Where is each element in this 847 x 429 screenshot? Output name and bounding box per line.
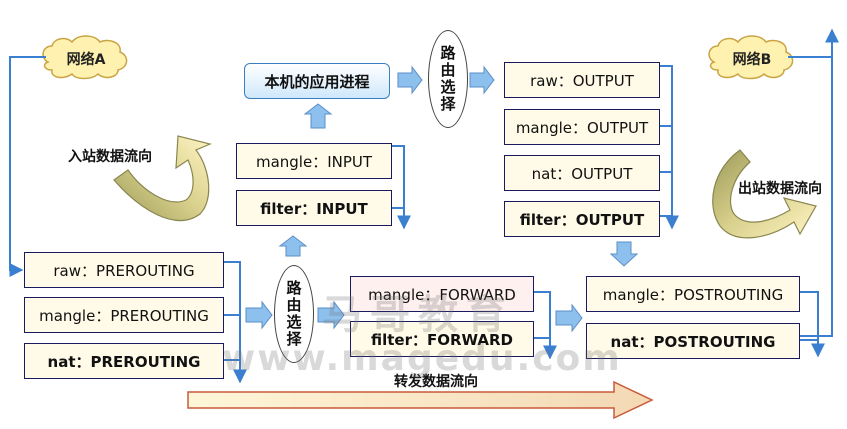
chain-nat-postrouting: nat：POSTROUTING xyxy=(586,323,800,359)
chain-nat-output: nat：OUTPUT xyxy=(504,155,660,191)
chain-filter-forward: filter：FORWARD xyxy=(350,321,534,357)
chain-raw-output: raw：OUTPUT xyxy=(504,62,660,98)
chain-mangle-prerouting: mangle：PREROUTING xyxy=(24,297,224,333)
watermark-url: www.magedu.com xyxy=(222,338,622,379)
watermark-brand: 马哥教育 xyxy=(322,292,514,338)
chain-filter-input: filter：INPUT xyxy=(236,190,392,226)
block-arrow-routing-to-output xyxy=(469,65,495,95)
chain-filter-output: filter：OUTPUT xyxy=(504,201,660,237)
block-arrow-routing-to-input xyxy=(278,235,308,257)
chain-mangle-postrouting: mangle：POSTROUTING xyxy=(586,276,800,312)
network-a-cloud xyxy=(42,35,128,80)
forward-flow-label: 转发数据流向 xyxy=(394,374,478,390)
block-arrow-app-to-routing xyxy=(397,65,423,95)
outbound-flow-curve-arrow xyxy=(712,149,817,239)
forward-flow-arrow xyxy=(187,380,654,420)
line-output-bracket xyxy=(660,65,679,230)
chain-mangle-output: mangle：OUTPUT xyxy=(504,109,660,145)
block-arrow-input-to-app xyxy=(303,103,333,129)
line-postrouting-bracket xyxy=(800,291,825,358)
block-arrow-prerouting-to-routing xyxy=(245,300,273,330)
network-a-label: 网络A xyxy=(66,52,106,68)
routing-decision-bottom: 路由选择 xyxy=(274,265,314,363)
block-arrow-output-to-postrouting xyxy=(609,241,639,267)
network-b-label: 网络B xyxy=(732,52,772,68)
line-network-b xyxy=(800,28,839,337)
chain-mangle-input: mangle：INPUT xyxy=(236,143,392,179)
routing-decision-top: 路由选择 xyxy=(428,30,468,128)
inbound-flow-label: 入站数据流向 xyxy=(68,149,152,165)
block-arrow-forward-to-postrouting xyxy=(555,303,583,333)
line-forward-bracket xyxy=(534,291,557,360)
outbound-flow-label: 出站数据流向 xyxy=(738,181,822,197)
chain-mangle-forward: mangle：FORWARD xyxy=(350,276,534,312)
network-b-cloud xyxy=(708,35,794,80)
line-prerouting-bracket xyxy=(224,261,247,384)
line-input-bracket xyxy=(392,145,411,230)
line-network-a xyxy=(9,56,46,277)
block-arrow-routing-to-forward xyxy=(317,300,345,330)
chain-raw-prerouting: raw：PREROUTING xyxy=(24,252,224,288)
local-app-process: 本机的应用进程 xyxy=(244,63,390,99)
chain-nat-prerouting: nat：PREROUTING xyxy=(24,343,224,379)
inbound-flow-curve-arrow xyxy=(113,135,212,222)
